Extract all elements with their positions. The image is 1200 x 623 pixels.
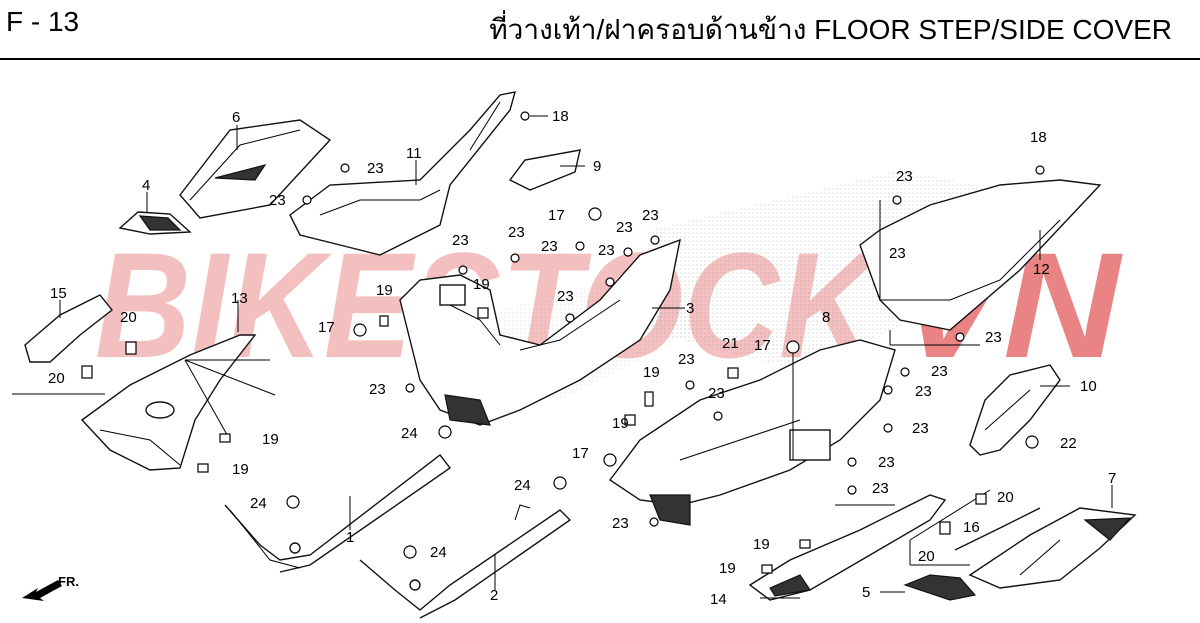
- callout-14: 14: [710, 591, 727, 608]
- callout-19: 19: [473, 276, 490, 293]
- callout-23: 23: [889, 245, 906, 262]
- callout-24: 24: [430, 544, 447, 561]
- callout-13: 13: [231, 290, 248, 307]
- callout-19: 19: [643, 364, 660, 381]
- page-code: F - 13: [6, 6, 80, 37]
- callout-15: 15: [50, 285, 67, 302]
- callout-23: 23: [931, 363, 948, 380]
- callout-23: 23: [452, 232, 469, 249]
- part-5-garnish: [903, 574, 977, 601]
- callout-24: 24: [514, 477, 531, 494]
- callout-19: 19: [376, 282, 393, 299]
- callout-23: 23: [915, 383, 932, 400]
- callout-17: 17: [754, 337, 771, 354]
- callout-20: 20: [997, 489, 1014, 506]
- part-14-step-rail: [748, 494, 947, 601]
- part-8-floor-assembly: [608, 339, 896, 526]
- callout-23: 23: [541, 238, 558, 255]
- callout-19: 19: [719, 560, 736, 577]
- part-10-side-cover: [969, 364, 1061, 456]
- callout-labels: 6 4 11 18 9 23 23 17 23 23 23 23 23 23 1…: [48, 108, 1116, 608]
- front-direction-indicator: FR.: [22, 574, 79, 601]
- callout-23: 23: [708, 385, 725, 402]
- header-rule: [0, 58, 1200, 60]
- callout-20: 20: [48, 370, 65, 387]
- callout-23: 23: [616, 219, 633, 236]
- part-9-plate: [508, 149, 581, 191]
- callout-6: 6: [232, 109, 240, 126]
- callout-18: 18: [1030, 129, 1047, 146]
- callout-17: 17: [318, 319, 335, 336]
- callout-24: 24: [250, 495, 267, 512]
- callout-9: 9: [593, 158, 601, 175]
- leader-lines: [12, 115, 1113, 599]
- callout-11: 11: [406, 145, 422, 162]
- fr-arrow-icon: [22, 580, 62, 601]
- part-3-floor-step: [399, 238, 681, 426]
- callout-19: 19: [232, 461, 249, 478]
- callout-18: 18: [552, 108, 569, 125]
- callout-23: 23: [896, 168, 913, 185]
- callout-23: 23: [598, 242, 615, 259]
- callout-23: 23: [878, 454, 895, 471]
- callout-12: 12: [1033, 261, 1050, 278]
- part-15-bracket: [24, 294, 113, 363]
- part-13-lower-cover: [80, 334, 257, 471]
- callout-22: 22: [1060, 435, 1077, 452]
- callout-17: 17: [548, 207, 565, 224]
- callout-23: 23: [642, 207, 659, 224]
- callout-23: 23: [985, 329, 1002, 346]
- callout-23: 23: [612, 515, 629, 532]
- part-11-upper-cover: [289, 91, 516, 256]
- part-12-rear-cover: [859, 179, 1102, 331]
- callout-20: 20: [918, 548, 935, 565]
- callout-23: 23: [369, 381, 386, 398]
- callout-17: 17: [572, 445, 589, 462]
- callout-5: 5: [862, 584, 870, 601]
- part-6-panel: [179, 119, 332, 219]
- callout-23: 23: [557, 288, 574, 305]
- callout-23: 23: [872, 480, 889, 497]
- callout-10: 10: [1080, 378, 1097, 395]
- callout-4: 4: [142, 177, 150, 194]
- callout-23: 23: [678, 351, 695, 368]
- callout-16: 16: [963, 519, 980, 536]
- callout-8: 8: [822, 309, 830, 326]
- part-16-strip: [954, 507, 1041, 551]
- callout-19: 19: [612, 415, 629, 432]
- callout-1: 1: [346, 529, 354, 546]
- part-1-frame-stay: [224, 454, 452, 573]
- callout-21: 21: [722, 335, 739, 352]
- callout-24: 24: [401, 425, 418, 442]
- callout-7: 7: [1108, 470, 1116, 487]
- callout-23: 23: [269, 192, 286, 209]
- callout-19: 19: [753, 536, 770, 553]
- fr-label: FR.: [58, 574, 79, 589]
- callout-23: 23: [367, 160, 384, 177]
- page-title: ที่วางเท้า/ฝาครอบด้านข้าง FLOOR STEP/SID…: [489, 14, 1172, 45]
- callout-23: 23: [508, 224, 525, 241]
- callout-19: 19: [262, 431, 279, 448]
- part-2-frame-stay: [359, 504, 572, 619]
- fasteners: [81, 111, 1045, 574]
- part-7-lower-panel: [968, 507, 1137, 589]
- callout-20: 20: [120, 309, 137, 326]
- callout-3: 3: [686, 300, 694, 317]
- callout-23: 23: [912, 420, 929, 437]
- callout-2: 2: [490, 587, 498, 604]
- part-4-garnish: [118, 211, 192, 235]
